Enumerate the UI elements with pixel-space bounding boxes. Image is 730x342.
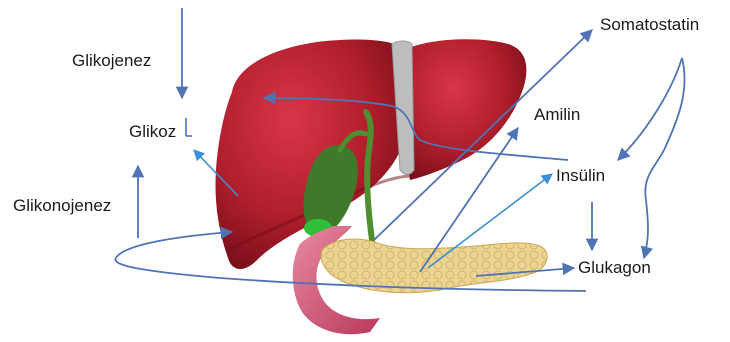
somatostatin-to-glukagon-arrow xyxy=(644,58,685,258)
somatostatin-to-insulin-arrow xyxy=(618,58,682,160)
liver-right-lobe xyxy=(404,39,526,180)
label-glikoz: Glikoz xyxy=(129,122,176,142)
label-amilin: Amilin xyxy=(534,105,580,125)
label-glikojenez: Glikojenez xyxy=(72,51,151,71)
label-glukagon: Glukagon xyxy=(578,258,651,278)
label-glikonojenez: Glikonojenez xyxy=(13,196,111,216)
label-somatostatin: Somatostatin xyxy=(600,15,699,35)
label-insulin: Insülin xyxy=(556,166,605,186)
